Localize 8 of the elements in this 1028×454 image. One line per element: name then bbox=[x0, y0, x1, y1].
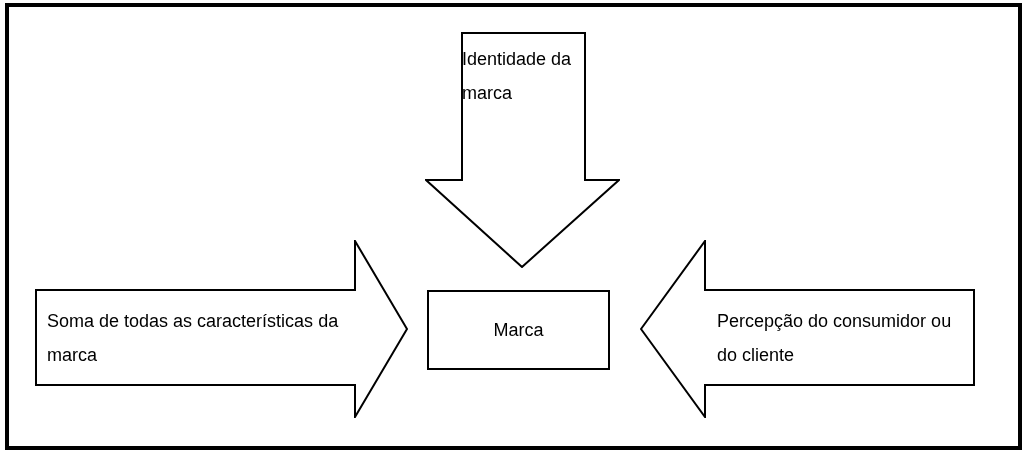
block-arrow bbox=[640, 240, 975, 418]
arrow-label: Identidade da marca bbox=[462, 48, 573, 105]
arrow-label: Soma de todas as características da marca bbox=[47, 309, 340, 367]
arrow-label: Percepção do consumidor ou do cliente bbox=[717, 309, 953, 367]
box-label: Marca bbox=[493, 318, 544, 342]
center-box bbox=[427, 290, 610, 370]
block-arrow bbox=[35, 240, 408, 418]
block-arrow bbox=[425, 32, 620, 268]
